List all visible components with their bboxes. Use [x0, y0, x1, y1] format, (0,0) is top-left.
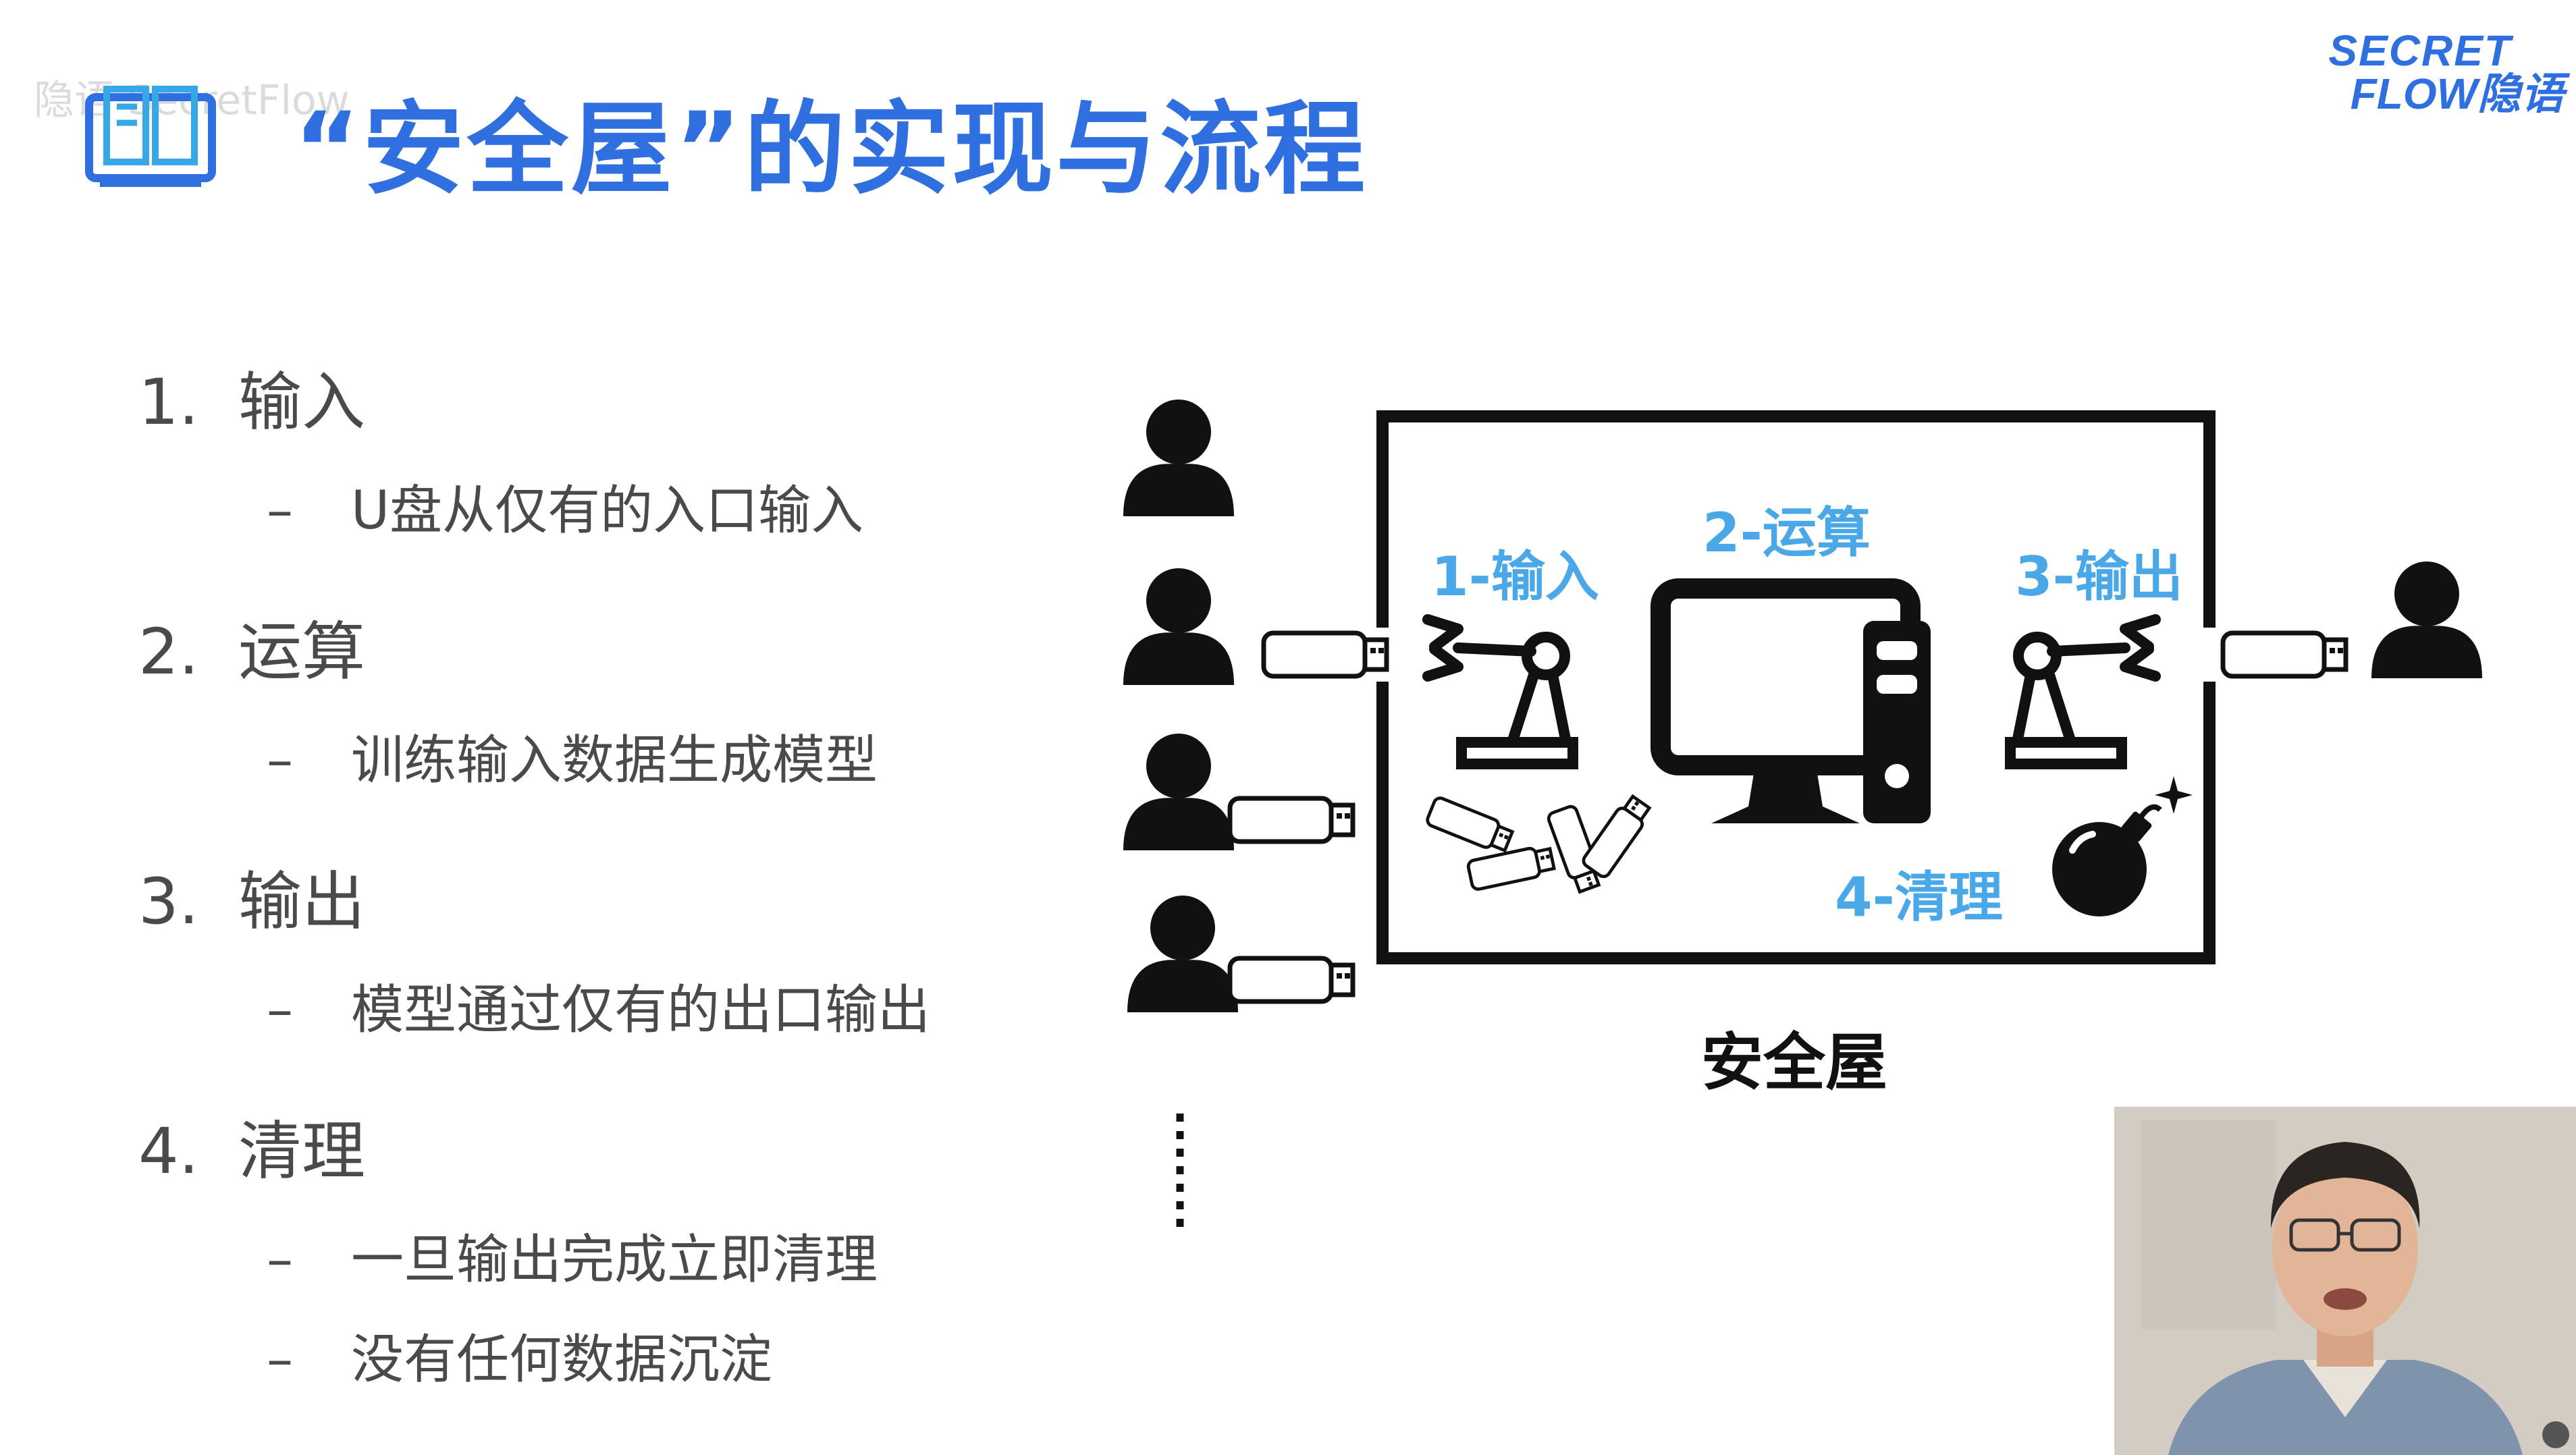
- book-icon: [85, 86, 216, 187]
- step-detail-text: 没有任何数据沉淀: [351, 1329, 773, 1390]
- safe-house-diagram: [1123, 400, 2482, 1230]
- step-number: 1.: [138, 366, 199, 439]
- dash-bullet: –: [267, 730, 293, 791]
- stage-label-input: 1-输入: [1431, 545, 1599, 608]
- user-icon: [1123, 568, 1234, 685]
- dash-bullet: –: [267, 1230, 293, 1290]
- secretflow-logo-top: SECRET: [2328, 26, 2512, 75]
- step-detail: –U盘从仅有的入口输入: [138, 468, 1117, 544]
- stage-label-output: 3-输出: [2015, 545, 2183, 608]
- step-detail-text: 模型通过仅有的出口输出: [351, 980, 931, 1041]
- step-label: 运算: [238, 615, 366, 689]
- user-icon: [1123, 734, 1234, 850]
- usb-drive-icon: [1581, 794, 1653, 879]
- step-list: 1.输入 –U盘从仅有的入口输入 2.运算 –训练输入数据生成模型 3.输出 –…: [138, 351, 1117, 1393]
- usb-drive-icon: [1230, 958, 1353, 1001]
- bomb-icon: [2052, 776, 2193, 916]
- step-label: 输入: [238, 366, 366, 439]
- safe-house-label: 安全屋: [1701, 1026, 1888, 1099]
- step-detail: –模型通过仅有的出口输出: [138, 968, 1117, 1043]
- stage-label-clean: 4-清理: [1835, 866, 2003, 929]
- step-item-compute: 2. 运算: [138, 601, 1117, 692]
- usb-drive-icon: [2223, 633, 2346, 676]
- step-label: 输出: [238, 865, 366, 939]
- step-item-clean: 4. 清理: [138, 1100, 1117, 1192]
- step-number: 3.: [138, 865, 199, 939]
- step-detail-text: U盘从仅有的入口输入: [351, 481, 864, 541]
- usb-drive-icon: [1230, 798, 1353, 842]
- dash-bullet: –: [267, 980, 293, 1041]
- robot-arm-icon: [1422, 614, 1578, 769]
- expand-video-button[interactable]: [2542, 1421, 2569, 1448]
- step-detail-text: 训练输入数据生成模型: [351, 730, 878, 791]
- step-number: 4.: [138, 1115, 199, 1188]
- step-item-input: 1. 输入: [138, 351, 1117, 443]
- user-icon: [2371, 561, 2482, 678]
- stage-label-compute: 2-运算: [1702, 501, 1871, 564]
- secretflow-logo-bottom: FLOW隐语: [2350, 70, 2564, 118]
- robot-arm-icon: [2005, 614, 2161, 769]
- desktop-computer-icon: [1651, 578, 1931, 823]
- user-icon: [1127, 896, 1238, 1012]
- presenter-video: [2114, 1107, 2576, 1455]
- step-item-output: 3. 输出: [138, 850, 1117, 942]
- step-detail: –一旦输出完成立即清理: [138, 1217, 1117, 1293]
- step-detail-text: 一旦输出完成立即清理: [351, 1230, 878, 1290]
- safe-house-box: [1376, 410, 2216, 964]
- usb-drive-icon: [1264, 633, 1387, 676]
- page-title: “安全屋”的实现与流程: [294, 91, 1368, 209]
- user-icon: [1123, 400, 1234, 516]
- dash-bullet: –: [267, 1329, 293, 1390]
- usb-drive-icon: [1467, 844, 1555, 890]
- step-detail: –训练输入数据生成模型: [138, 718, 1117, 794]
- dash-bullet: –: [267, 481, 293, 541]
- step-number: 2.: [138, 615, 199, 689]
- step-detail: –没有任何数据沉淀: [138, 1317, 1117, 1393]
- presenter-figure: [2114, 1107, 2576, 1455]
- usb-drive-icon: [1426, 796, 1514, 855]
- step-label: 清理: [238, 1115, 366, 1188]
